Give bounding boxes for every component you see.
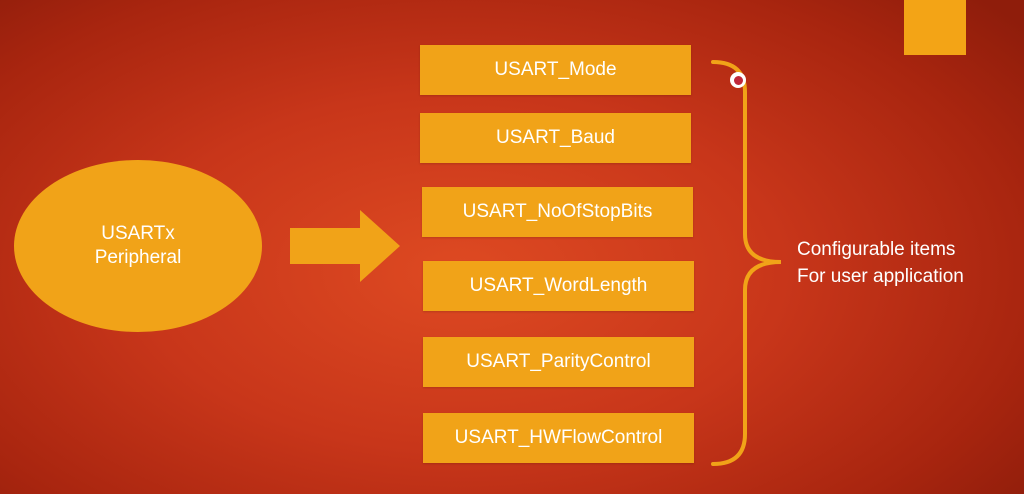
caption-line2: For user application bbox=[797, 266, 964, 287]
usart-peripheral-ellipse: USARTx Peripheral bbox=[14, 160, 262, 332]
item-usart-baud: USART_Baud bbox=[420, 113, 691, 163]
right-arrow-icon bbox=[290, 210, 400, 282]
configurable-items-caption: Configurable items For user application bbox=[797, 236, 964, 290]
pointer-marker-icon bbox=[730, 72, 746, 88]
item-usart-paritycontrol: USART_ParityControl bbox=[423, 337, 694, 387]
item-usart-hwflowcontrol: USART_HWFlowControl bbox=[423, 413, 694, 463]
pointer-marker-dot bbox=[733, 75, 743, 85]
right-curly-brace bbox=[711, 60, 782, 466]
peripheral-label-line2: Peripheral bbox=[94, 247, 182, 268]
item-usart-stopbits: USART_NoOfStopBits bbox=[422, 187, 693, 237]
caption-line1: Configurable items bbox=[797, 239, 956, 260]
item-usart-wordlength: USART_WordLength bbox=[423, 261, 694, 311]
corner-decoration bbox=[904, 0, 966, 55]
peripheral-label-line1: USARTx bbox=[101, 223, 175, 244]
item-usart-mode: USART_Mode bbox=[420, 45, 691, 95]
